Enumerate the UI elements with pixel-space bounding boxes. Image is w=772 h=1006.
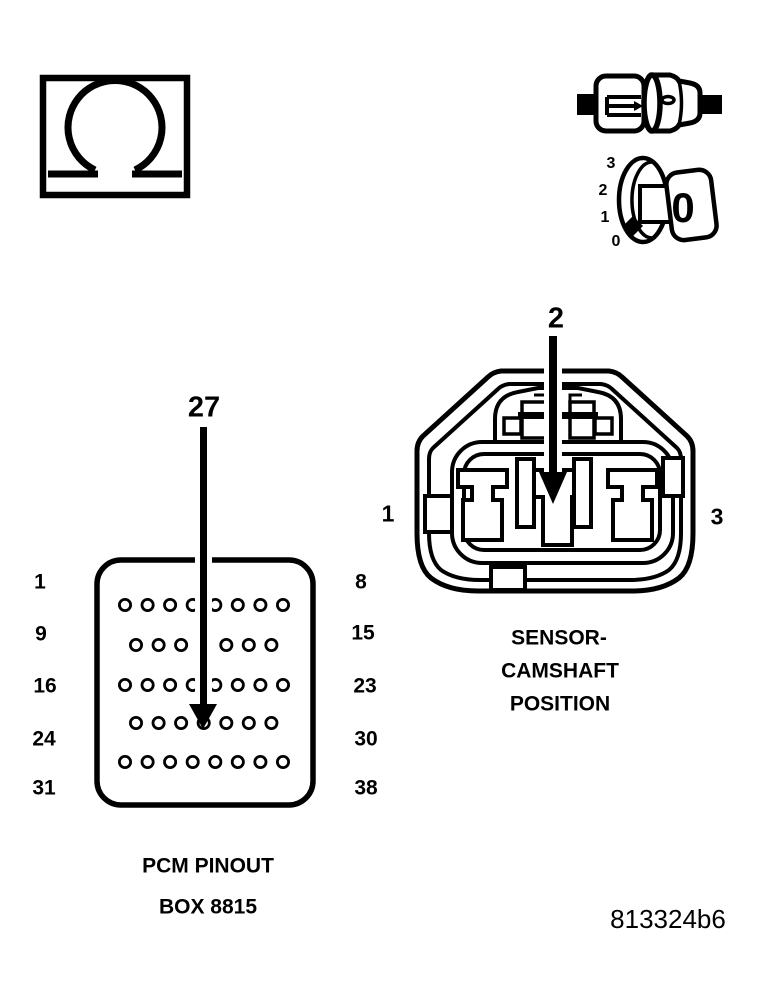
dial-display-value: 0 <box>671 184 695 231</box>
pcm-pin <box>253 755 268 770</box>
pcm-row-label-38: 38 <box>354 776 378 800</box>
pcm-row-label-15: 15 <box>351 621 375 645</box>
camshaft-connector-drawing <box>414 332 696 594</box>
pcm-pin <box>230 598 245 613</box>
pcm-row-label-16: 16 <box>33 674 57 698</box>
pcm-pin <box>275 598 290 613</box>
pcm-pin <box>174 638 189 653</box>
sensor-caption-line-1: SENSOR- <box>511 626 607 650</box>
sensor-caption-line-3: POSITION <box>509 692 611 716</box>
pcm-pin <box>128 638 143 653</box>
pcm-pin <box>185 755 200 770</box>
pcm-pin <box>208 755 223 770</box>
pcm-pin <box>275 755 290 770</box>
ohmmeter-icon <box>39 74 191 199</box>
pcm-pin <box>118 678 133 693</box>
pcm-pin <box>140 755 155 770</box>
pcm-pin <box>163 678 178 693</box>
pcm-row-label-30: 30 <box>354 727 378 751</box>
pcm-pin <box>241 638 256 653</box>
pcm-pin <box>174 716 189 731</box>
pcm-pin <box>163 598 178 613</box>
pcm-pin <box>151 716 166 731</box>
connector-pin-2-label: 2 <box>547 302 565 335</box>
pcm-pin-grid <box>118 598 290 770</box>
pcm-caption-line-2: BOX 8815 <box>158 895 258 919</box>
pcm-pin <box>275 678 290 693</box>
dial-pointer-diamond <box>623 216 643 236</box>
pcm-pin <box>118 755 133 770</box>
dial-scale-2: 2 <box>598 182 608 199</box>
pcm-row-label-24: 24 <box>32 727 56 751</box>
pcm-pin <box>219 716 234 731</box>
pcm-row-label-8: 8 <box>355 570 367 594</box>
connector-pin-1-label: 1 <box>381 500 395 527</box>
pcm-pin <box>241 716 256 731</box>
pcm-pinout-drawing <box>94 424 316 808</box>
pcm-pin <box>253 678 268 693</box>
dial-scale-1: 1 <box>600 209 610 226</box>
connector-pair-icon <box>577 72 722 134</box>
pcm-pin <box>118 598 133 613</box>
pcm-pin <box>140 678 155 693</box>
pcm-row-label-23: 23 <box>353 674 377 698</box>
dial-scale-3: 3 <box>606 155 616 172</box>
figure-id: 813324b6 <box>610 904 726 934</box>
pcm-pin <box>151 638 166 653</box>
arrow-to-pin-2 <box>539 332 567 504</box>
cavity-pin-1 <box>456 468 509 542</box>
pcm-pin <box>128 716 143 731</box>
dial-scale-0: 0 <box>611 233 621 250</box>
pcm-pin <box>140 598 155 613</box>
pcm-pin <box>163 755 178 770</box>
connector-pin-3-label: 3 <box>710 503 724 530</box>
pcm-pin-27-label: 27 <box>187 391 221 424</box>
pcm-row-label-1: 1 <box>34 570 46 594</box>
pcm-pin <box>219 638 234 653</box>
pcm-row-label-9: 9 <box>35 622 47 646</box>
pcm-pin <box>230 755 245 770</box>
arrow-to-pin-27 <box>189 424 217 729</box>
pcm-pin <box>253 598 268 613</box>
pcm-pin <box>264 716 279 731</box>
range-dial-icon <box>616 155 719 245</box>
cavity-pin-3 <box>606 468 659 542</box>
sensor-caption-line-2: CAMSHAFT <box>501 659 619 683</box>
pcm-pin <box>230 678 245 693</box>
pcm-row-label-31: 31 <box>32 776 56 800</box>
pcm-caption-line-1: PCM PINOUT <box>142 854 274 878</box>
pcm-pin <box>264 638 279 653</box>
